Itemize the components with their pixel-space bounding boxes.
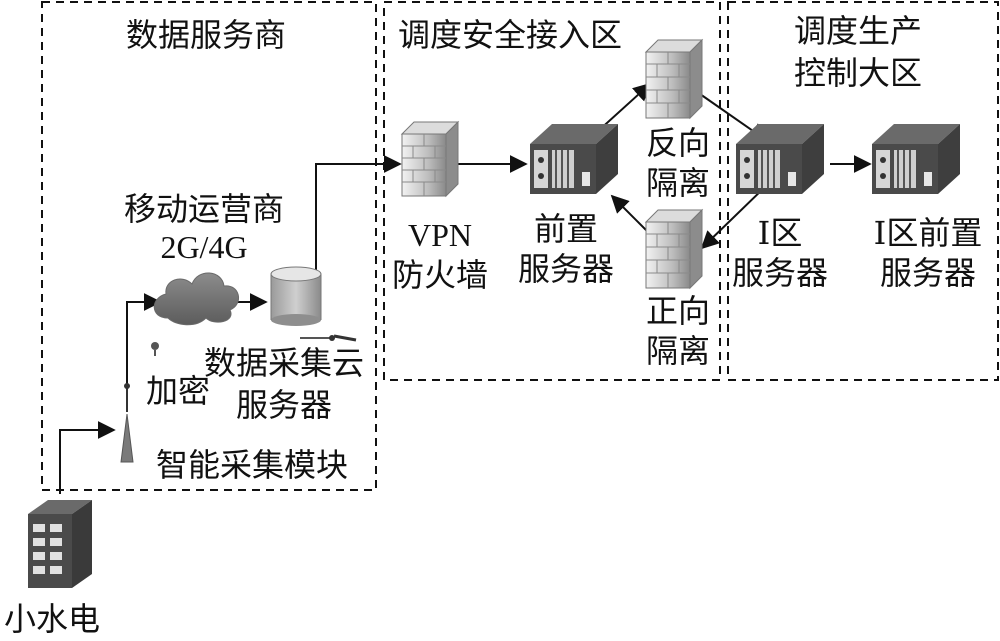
label-front-server-line2: 服务器 (518, 250, 614, 288)
zone-title-data-provider: 数据服务商 (126, 16, 286, 54)
zone-dispatch-secure-box (383, 1, 721, 381)
label-cloud-server-line1: 数据采集云 (204, 344, 364, 382)
label-forward-isolation-line2: 隔离 (646, 332, 710, 370)
zone-title-dispatch-secure: 调度安全接入区 (398, 16, 622, 54)
forward-isolation-icon (644, 208, 704, 290)
label-encryption: 加密 (146, 372, 210, 410)
key-icon (151, 342, 159, 356)
zone1-front-server-icon (872, 124, 960, 194)
zone1-server-icon (736, 124, 824, 194)
label-zone1-server-line1: I区 (758, 214, 803, 252)
label-forward-isolation-line1: 正向 (646, 292, 710, 330)
label-front-server-line1: 前置 (534, 210, 598, 248)
database-icon (270, 266, 322, 326)
zone-title-dispatch-control-line1: 调度生产 (794, 12, 922, 50)
label-cloud-server-line2: 服务器 (236, 386, 332, 424)
label-vpn-firewall-line1: VPN (408, 217, 472, 253)
zone-title-dispatch-control-line2: 控制大区 (794, 54, 922, 92)
link-forward-isolation-to-front (610, 194, 653, 237)
link-antenna-to-cloud (126, 293, 162, 412)
label-smart-module: 智能采集模块 (156, 446, 348, 484)
cloud-icon (153, 272, 239, 326)
label-reverse-isolation-line1: 反向 (646, 124, 710, 162)
hydro-station-icon (28, 500, 92, 588)
vpn-firewall-icon (400, 120, 460, 198)
front-server-icon (530, 124, 618, 194)
label-vpn-firewall-line2: 防火墙 (392, 256, 488, 294)
zone-data-provider-box (41, 1, 377, 491)
label-mobile-operator: 移动运营商 (124, 190, 284, 228)
label-network-gen: 2G/4G (160, 229, 247, 265)
cable-icon (300, 334, 357, 342)
label-zone1-front-server-line1: I区前置 (874, 214, 983, 252)
label-reverse-isolation-line2: 隔离 (646, 164, 710, 202)
label-zone1-front-server-line2: 服务器 (880, 254, 976, 292)
label-hydro: 小水电 (4, 600, 100, 638)
zone-dispatch-control-box (727, 1, 999, 381)
label-zone1-server-line2: 服务器 (732, 254, 828, 292)
antenna-icon (120, 383, 134, 463)
link-zone1-to-forward-isolation (700, 185, 767, 250)
reverse-isolation-icon (644, 38, 704, 120)
link-db-to-vpn (315, 155, 402, 272)
link-hydro-to-antenna (59, 421, 116, 494)
